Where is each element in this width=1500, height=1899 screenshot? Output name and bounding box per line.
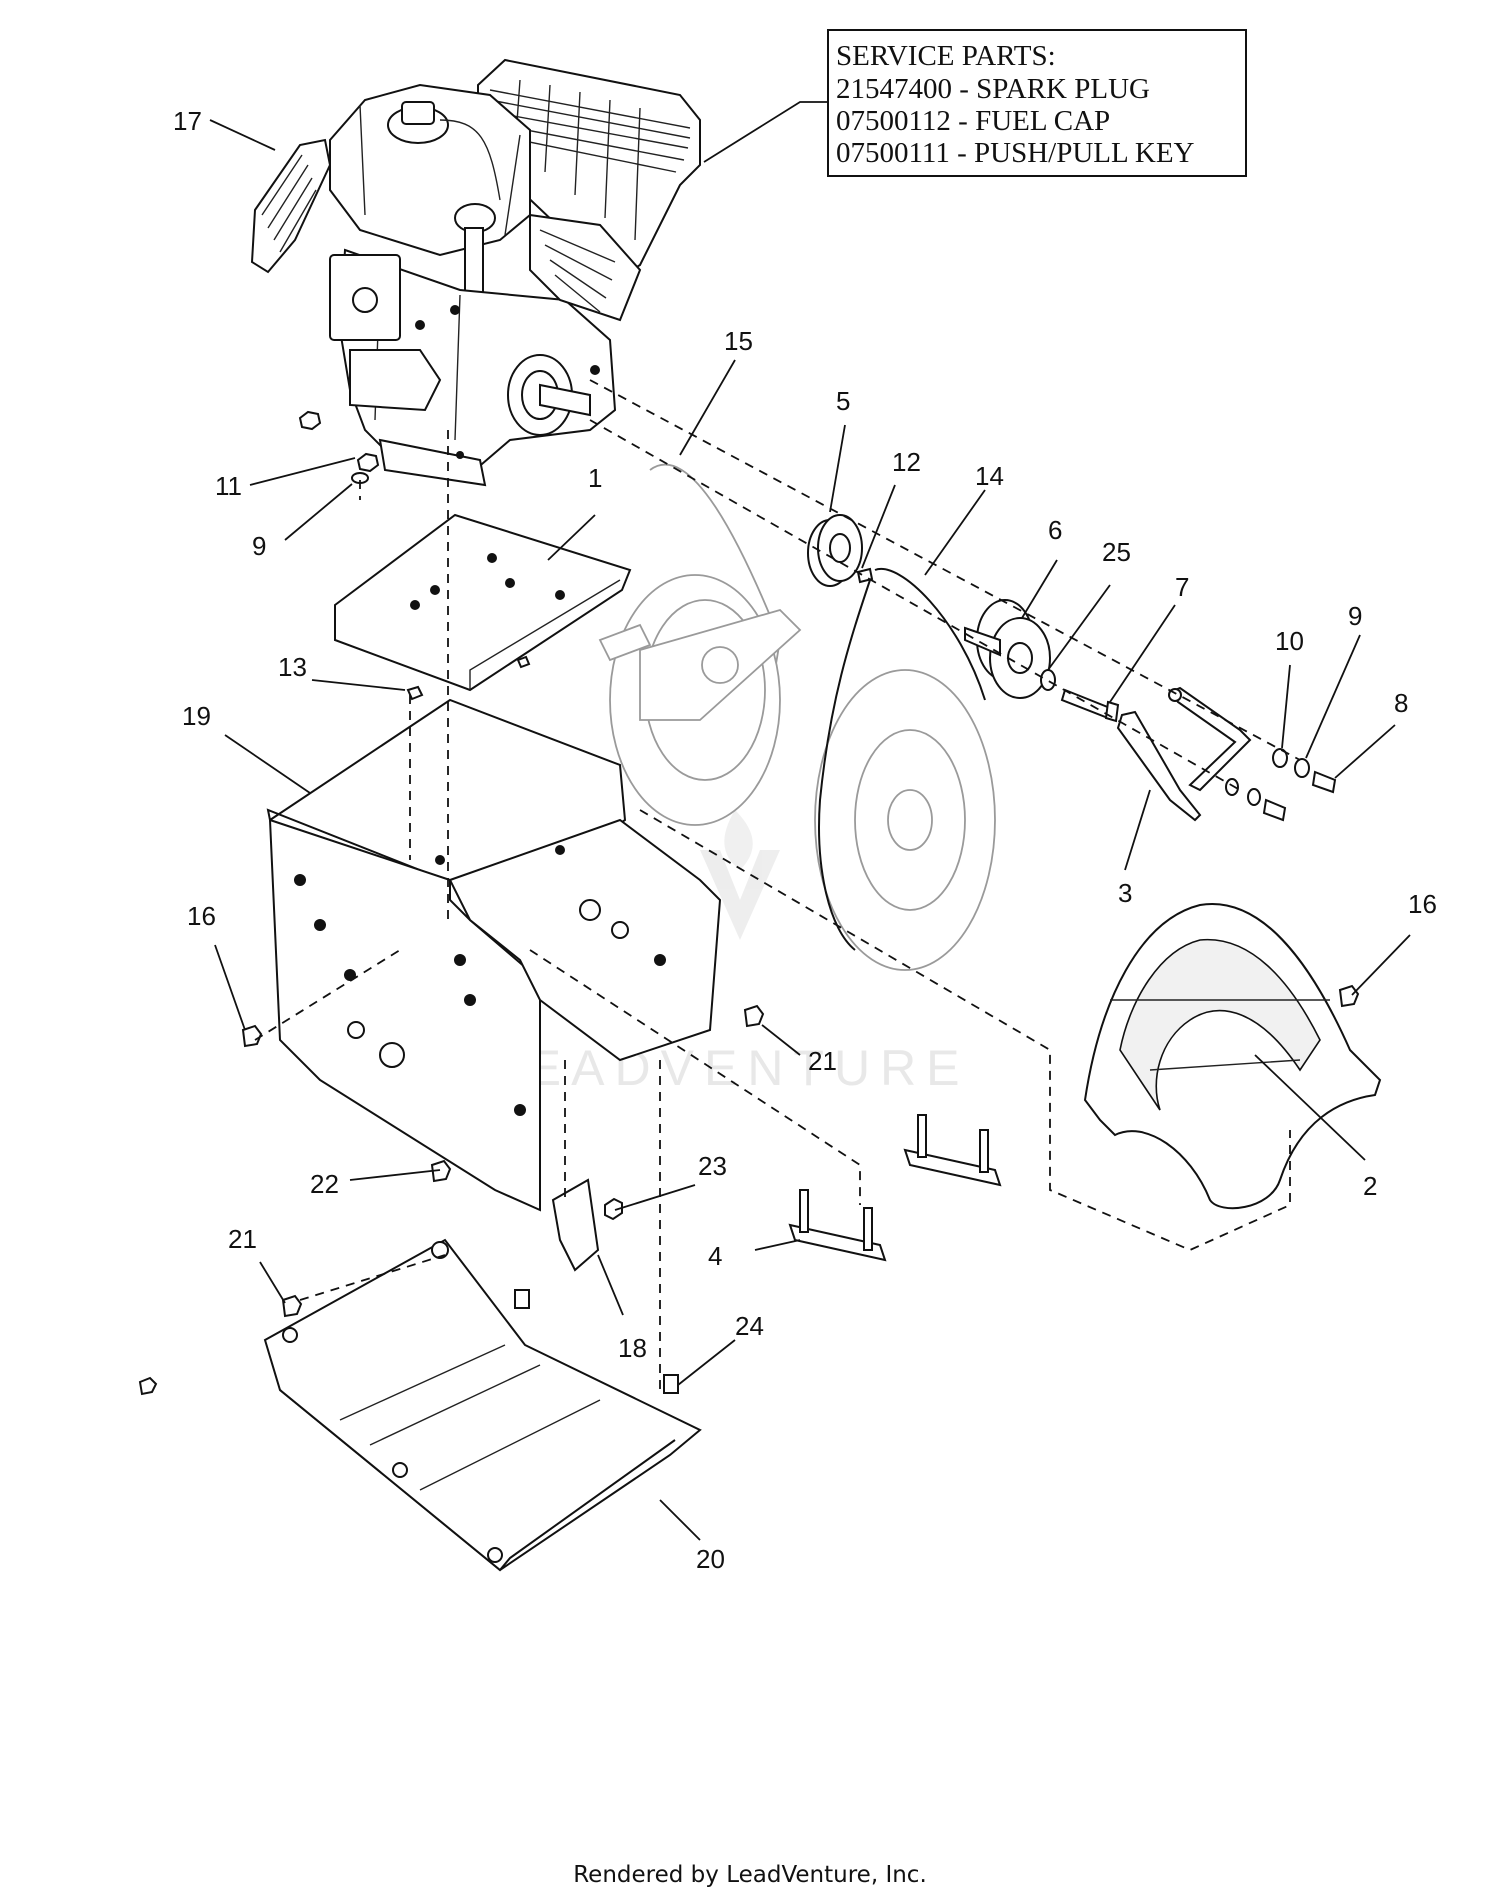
nut-and-washer-hardware <box>298 410 380 484</box>
watermark-text: LEADVENTURE <box>490 1040 970 1096</box>
callout-23: 23 <box>698 1151 727 1181</box>
frame-housing <box>266 698 722 1212</box>
callout-2: 2 <box>1363 1171 1377 1201</box>
callout-12: 12 <box>892 447 921 477</box>
bolt-washer-hardware <box>1225 748 1337 822</box>
service-part-fuel-cap: 07500112 - FUEL CAP <box>836 105 1110 137</box>
callout-15: 15 <box>724 326 753 356</box>
engine-assembly <box>250 58 701 487</box>
callout-5: 5 <box>836 386 850 416</box>
callout-3: 3 <box>1118 878 1132 908</box>
callout-4: 4 <box>708 1241 722 1271</box>
callout-numbers: 17 11 9 1 15 5 12 14 6 25 7 9 10 8 3 13 … <box>173 106 1437 1574</box>
small-fasteners <box>241 655 1360 1318</box>
callout-9b: 9 <box>1348 601 1362 631</box>
callout-16: 16 <box>187 901 216 931</box>
belt-cover <box>1083 902 1382 1210</box>
drive-belt-assembly <box>814 567 996 971</box>
belt-keeper-bracket <box>1116 686 1252 822</box>
callout-leader-lines <box>209 119 1411 1541</box>
callout-13: 13 <box>278 652 307 682</box>
callout-24: 24 <box>735 1311 764 1341</box>
callout-11: 11 <box>215 471 242 501</box>
callout-19: 19 <box>182 701 211 731</box>
callout-8: 8 <box>1394 688 1408 718</box>
callout-21b: 21 <box>228 1224 257 1254</box>
drive-pulley-hardware <box>964 599 1120 723</box>
callout-16b: 16 <box>1408 889 1437 919</box>
watermark-logo: LEADVENTURE <box>490 810 970 1096</box>
mounting-brackets <box>551 1114 1002 1272</box>
service-parts-box: SERVICE PARTS: 21547400 - SPARK PLUG 075… <box>703 29 1247 177</box>
service-part-spark-plug: 21547400 - SPARK PLUG <box>836 73 1150 105</box>
callout-9: 9 <box>252 531 266 561</box>
auger-belt-assembly-ghost <box>598 463 802 826</box>
callout-21: 21 <box>808 1046 837 1076</box>
bottom-cover-plate <box>138 1238 702 1572</box>
engine-mounting-plate <box>334 513 632 692</box>
callout-7: 7 <box>1175 572 1189 602</box>
callout-6: 6 <box>1048 515 1062 545</box>
callout-10: 10 <box>1275 626 1304 656</box>
callout-25: 25 <box>1102 537 1131 567</box>
assembly-center-lines <box>254 379 1301 1390</box>
engine-pulley-and-key <box>807 514 874 587</box>
footer-credit: Rendered by LeadVenture, Inc. <box>573 1862 927 1888</box>
callout-17: 17 <box>173 106 202 136</box>
service-parts-title: SERVICE PARTS: <box>836 40 1056 72</box>
service-part-push-pull-key: 07500111 - PUSH/PULL KEY <box>836 137 1195 169</box>
callout-18: 18 <box>618 1333 647 1363</box>
callout-20: 20 <box>696 1544 725 1574</box>
callout-1: 1 <box>588 463 602 493</box>
callout-14: 14 <box>975 461 1004 491</box>
callout-22: 22 <box>310 1169 339 1199</box>
